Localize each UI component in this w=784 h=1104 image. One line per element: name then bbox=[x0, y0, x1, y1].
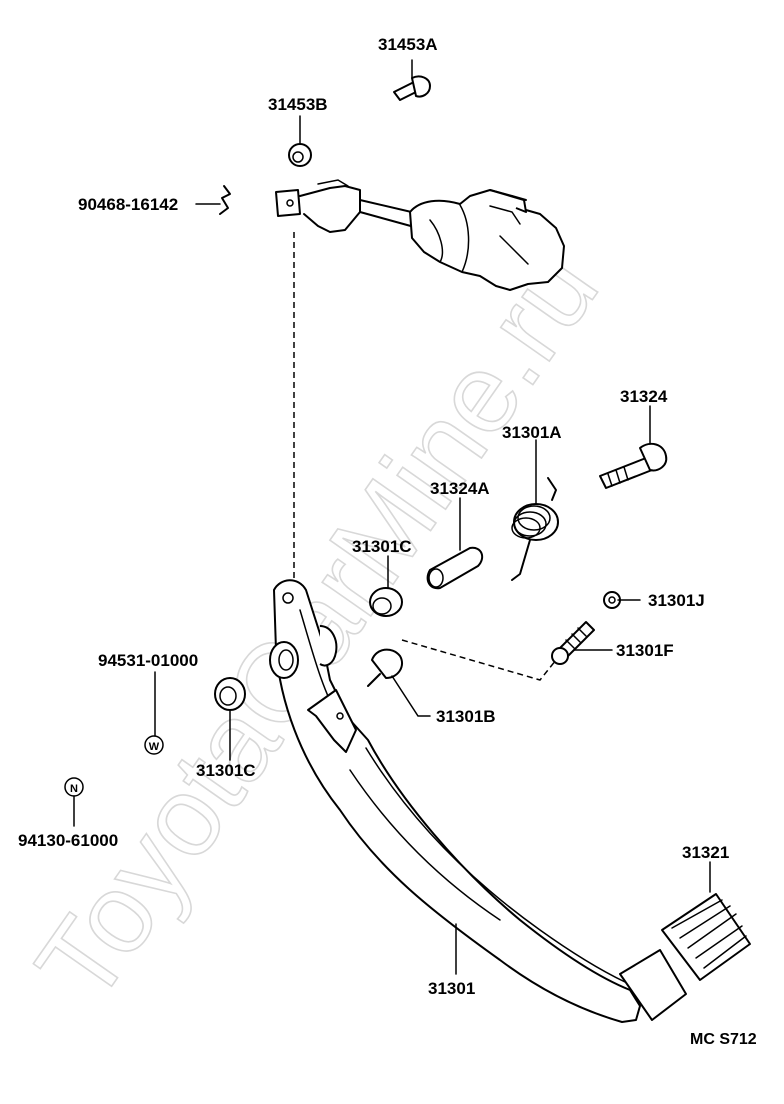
label-31453B: 31453B bbox=[268, 95, 328, 114]
nut-31453B-drawing bbox=[288, 143, 312, 167]
label-31301A: 31301A bbox=[502, 423, 562, 442]
label-31301J: 31301J bbox=[648, 591, 705, 610]
bolt-31301F-drawing bbox=[551, 621, 595, 665]
alignment-line-stopper bbox=[401, 639, 557, 681]
master-cylinder-drawing bbox=[275, 179, 565, 291]
clip-90468-drawing bbox=[219, 185, 231, 215]
label-31324: 31324 bbox=[620, 387, 668, 406]
label-31301F: 31301F bbox=[616, 641, 674, 660]
pedal-arm-drawing bbox=[269, 579, 641, 1023]
marker-w-label: W bbox=[149, 741, 160, 753]
stopper-31301B-drawing bbox=[367, 648, 404, 687]
label-31301C-top: 31301C bbox=[352, 537, 412, 556]
marker-n-label: N bbox=[70, 783, 78, 795]
bushing-31301C-top-drawing bbox=[369, 587, 403, 617]
bushing-31301C-left-drawing bbox=[214, 677, 246, 711]
spring-31301A-drawing bbox=[511, 477, 559, 581]
diagram-ref-code: MC S712 bbox=[690, 1031, 757, 1048]
marker-w: W bbox=[144, 735, 164, 755]
collar-31324A-drawing bbox=[426, 546, 484, 590]
leader-lines bbox=[73, 59, 711, 975]
pedal-pad-drawing bbox=[619, 893, 751, 1021]
label-94531-01000: 94531-01000 bbox=[98, 651, 198, 670]
bolt-31453A-drawing bbox=[393, 75, 431, 101]
bolt-31324-drawing bbox=[599, 442, 668, 489]
marker-n: N bbox=[64, 777, 84, 797]
label-31324A: 31324A bbox=[430, 479, 490, 498]
label-31301B: 31301B bbox=[436, 707, 496, 726]
label-31301: 31301 bbox=[428, 979, 475, 998]
label-31301C-left: 31301C bbox=[196, 761, 256, 780]
label-94130-61000: 94130-61000 bbox=[18, 831, 118, 850]
label-31321: 31321 bbox=[682, 843, 729, 862]
label-90468-16142: 90468-16142 bbox=[78, 195, 178, 214]
label-31453A: 31453A bbox=[378, 35, 438, 54]
